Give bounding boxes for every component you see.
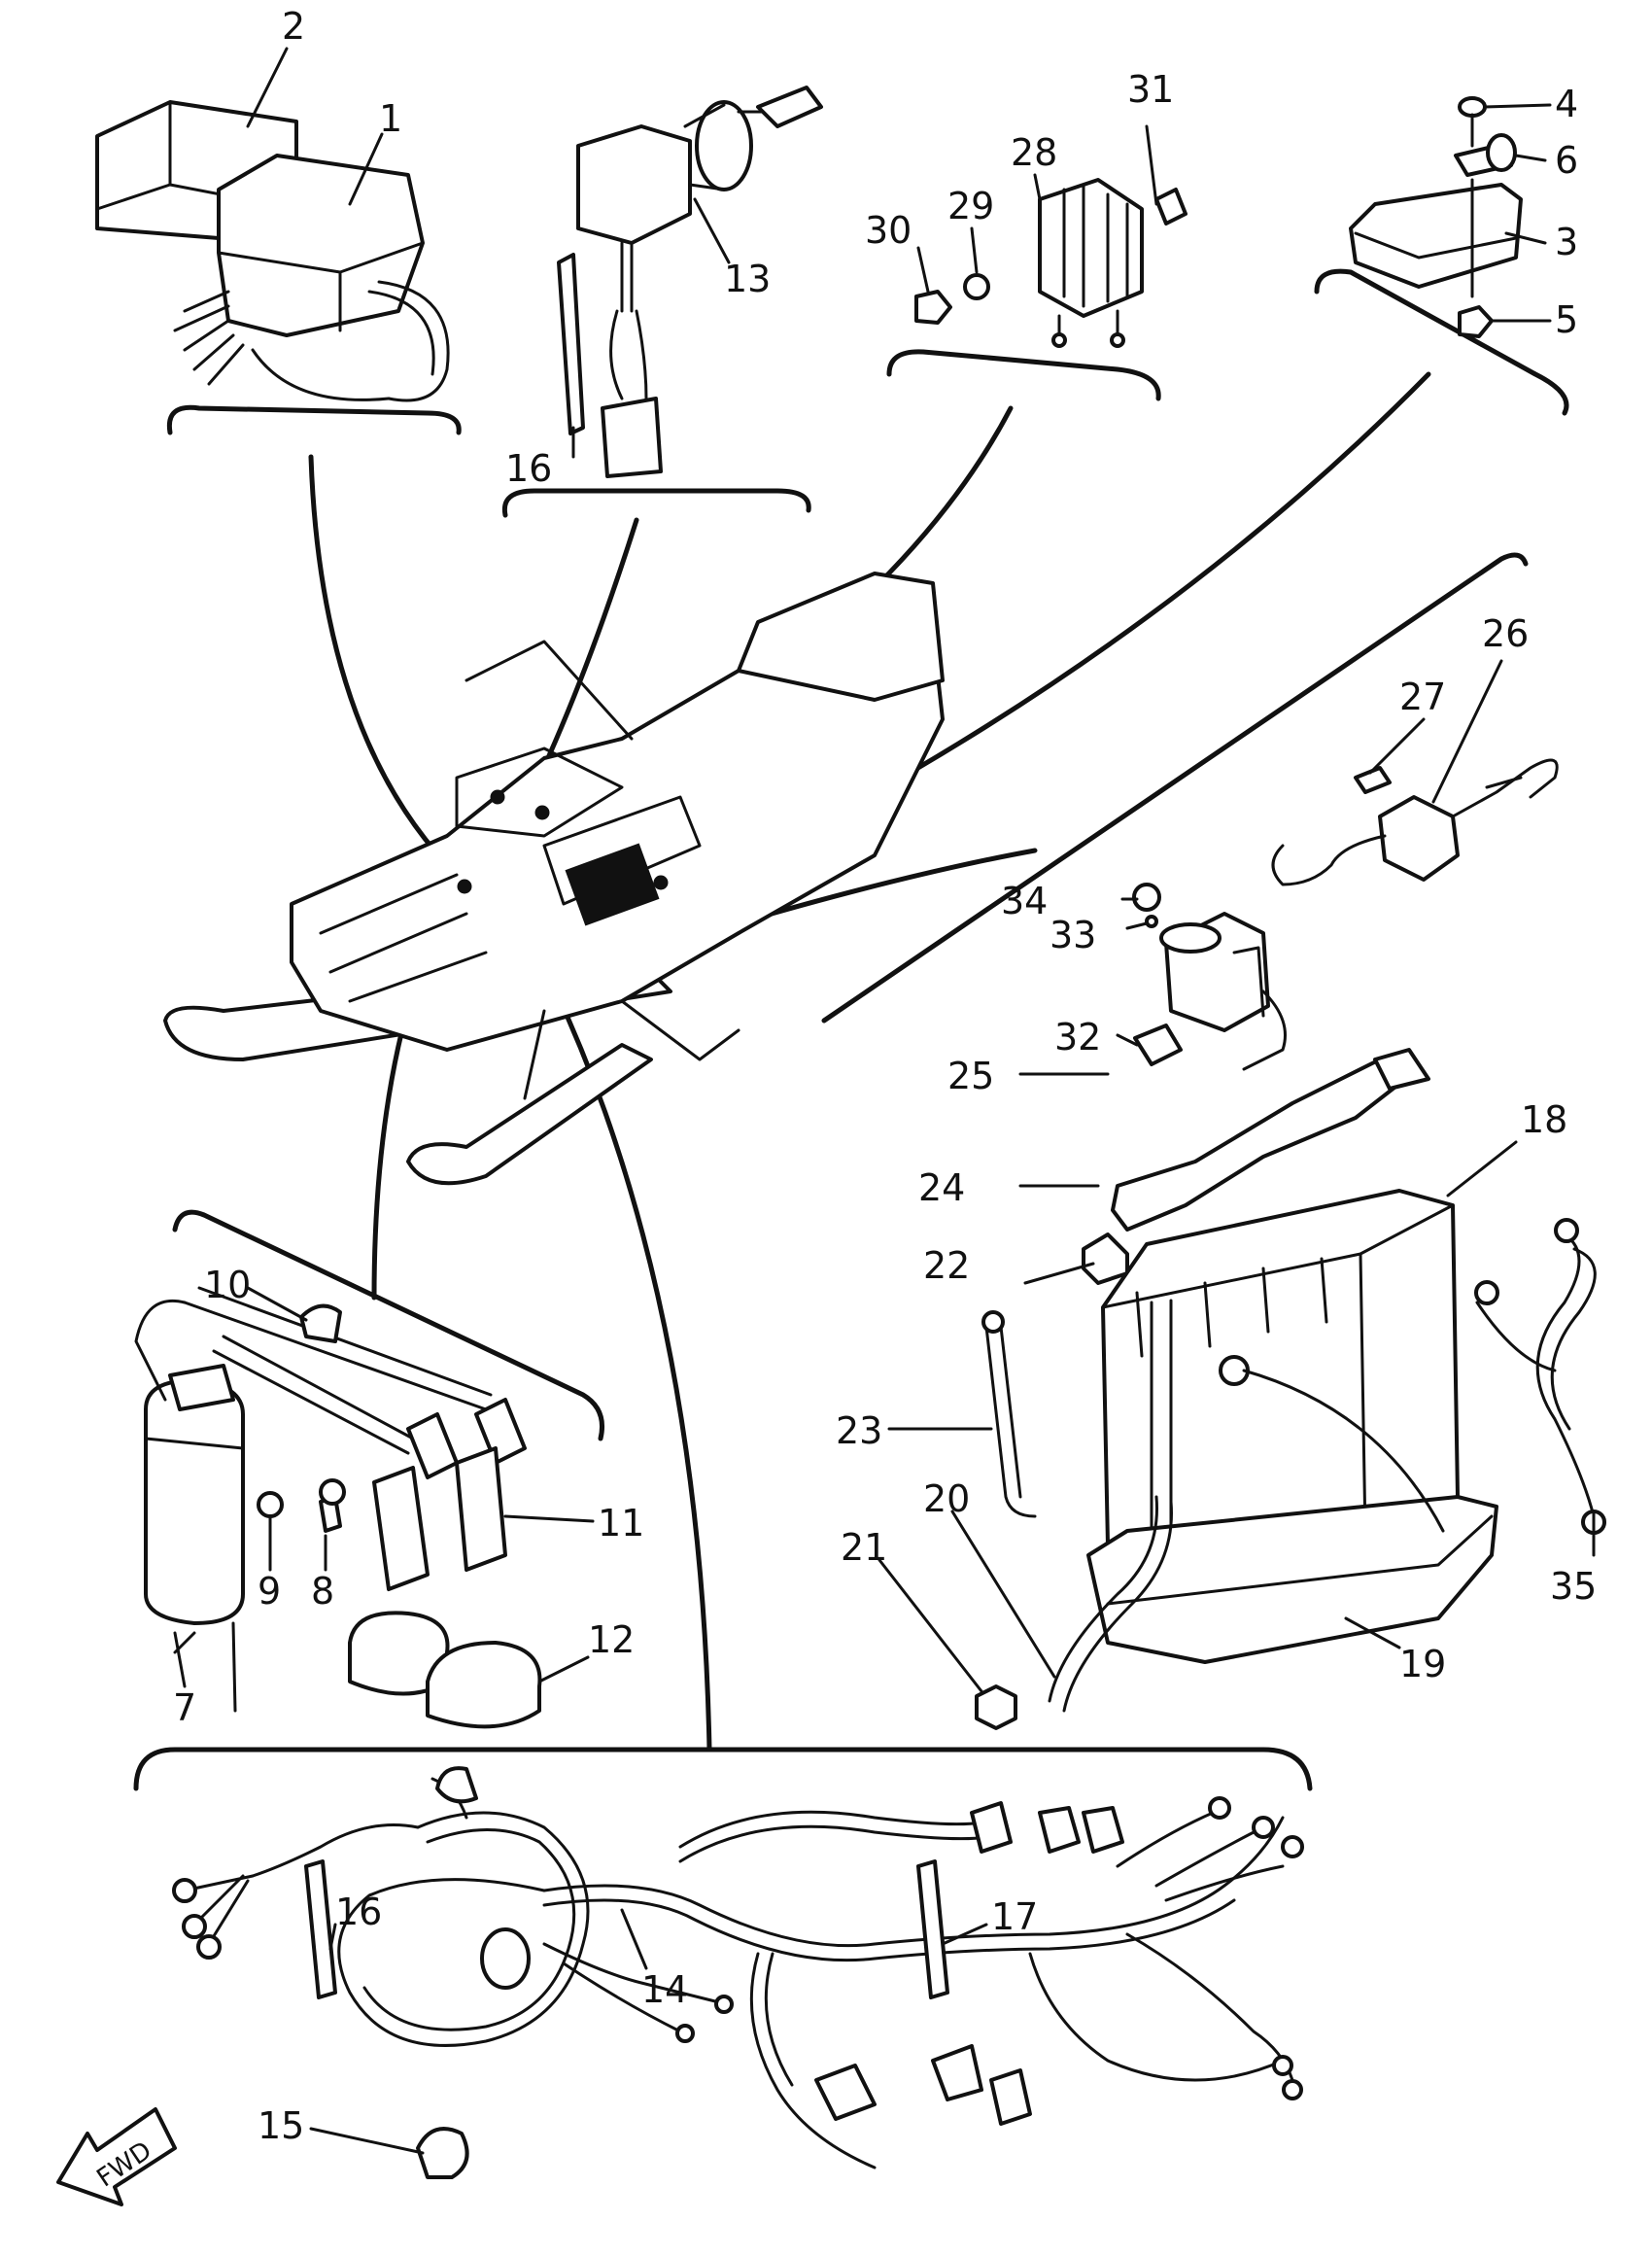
callout-4: 4	[1555, 83, 1578, 125]
starter-solenoid	[1159, 912, 1287, 1071]
battery-case-19	[1086, 1495, 1498, 1664]
callout-30: 30	[865, 209, 912, 252]
ignition-coil-7	[134, 1299, 245, 1713]
fwd-arrow-icon: FWD	[56, 2107, 177, 2206]
callout-29: 29	[947, 185, 994, 227]
callout-31: 31	[1127, 68, 1174, 111]
callout-6: 6	[1555, 139, 1578, 182]
high-tension-cords	[183, 1286, 527, 1479]
callout-leaders	[173, 47, 1596, 2155]
bracket-ignition-group	[172, 1209, 604, 1441]
callout-7: 7	[173, 1686, 196, 1729]
plug-cap-covers-12	[348, 1611, 542, 1729]
callout-20: 20	[923, 1477, 970, 1520]
callout-21: 21	[841, 1526, 887, 1569]
callout-27: 27	[1399, 676, 1446, 718]
nut-34	[1132, 883, 1161, 912]
wire-harness-14	[172, 1766, 1304, 2169]
bracket-cdi-group	[166, 404, 462, 435]
callout-2: 2	[282, 5, 305, 48]
bracket-switch-group	[501, 488, 811, 518]
collar-31	[1154, 188, 1187, 226]
callout-13: 13	[724, 258, 771, 300]
callout-16-harness: 16	[335, 1891, 382, 1933]
callout-15: 15	[258, 2104, 304, 2147]
washer-29	[963, 273, 990, 300]
callout-22: 22	[923, 1244, 970, 1287]
callout-1: 1	[379, 97, 402, 140]
starter-relay	[1349, 183, 1523, 289]
washer-9	[257, 1491, 284, 1518]
callout-3: 3	[1555, 221, 1578, 263]
callout-17: 17	[991, 1895, 1038, 1938]
bracket-relay-group	[1314, 268, 1569, 416]
callout-33: 33	[1050, 914, 1096, 956]
clamp-10	[299, 1303, 342, 1343]
callout-14: 14	[641, 1968, 688, 2011]
nut-30	[914, 290, 952, 325]
rectifier-regulator	[1038, 178, 1144, 348]
callout-32: 32	[1054, 1016, 1101, 1059]
callout-labels: 1 2 3 4 5 6 7 8 9 10 11 12 13 14 15 16 1…	[173, 5, 1597, 2147]
terminal-cable	[1219, 1355, 1445, 1533]
fuse-holder	[1271, 758, 1559, 886]
cable-tie-17	[916, 1859, 949, 1999]
nut-5	[1458, 305, 1494, 338]
battery-lead-35	[1474, 1218, 1606, 1535]
cable-tie-16-upper	[557, 253, 585, 435]
callout-12: 12	[588, 1618, 635, 1661]
callout-28: 28	[1011, 131, 1057, 174]
spark-plug-caps-11	[372, 1446, 507, 1591]
band-23	[981, 1310, 1037, 1518]
callout-24: 24	[918, 1166, 965, 1209]
callout-35: 35	[1550, 1565, 1597, 1608]
cable-tie-16-lower	[304, 1859, 337, 1999]
battery-vent-hose-20	[1048, 1495, 1173, 1713]
battery-holder-22	[1082, 1232, 1129, 1285]
bracket-6	[1454, 133, 1517, 177]
bracket-32	[1133, 1024, 1183, 1066]
callout-9: 9	[258, 1570, 281, 1613]
cdi-unit	[95, 100, 450, 402]
main-switch	[576, 86, 823, 478]
snowmobile-illustration	[163, 572, 945, 1186]
callout-18: 18	[1521, 1098, 1567, 1141]
bracket-rectifier-group	[886, 349, 1161, 401]
bolt-4	[1458, 96, 1487, 148]
callout-16-switch: 16	[505, 447, 552, 490]
callout-19: 19	[1399, 1643, 1446, 1685]
leader-harness	[527, 935, 712, 1753]
callout-26: 26	[1482, 612, 1529, 655]
battery-band-plate	[1111, 1048, 1430, 1232]
leader-cdi	[308, 454, 460, 878]
callout-10: 10	[204, 1264, 251, 1306]
callout-11: 11	[598, 1502, 644, 1544]
callout-5: 5	[1555, 298, 1578, 341]
clamp-15	[416, 2127, 469, 2179]
callout-34: 34	[1001, 880, 1048, 922]
bolt-8	[319, 1478, 346, 1533]
nut-21	[975, 1684, 1017, 1730]
bracket-harness-group	[133, 1747, 1313, 1791]
bracket-battery-group	[821, 552, 1529, 1024]
callout-25: 25	[947, 1055, 994, 1097]
callout-23: 23	[836, 1409, 882, 1452]
washer-33	[1145, 915, 1158, 928]
callout-8: 8	[311, 1570, 334, 1613]
